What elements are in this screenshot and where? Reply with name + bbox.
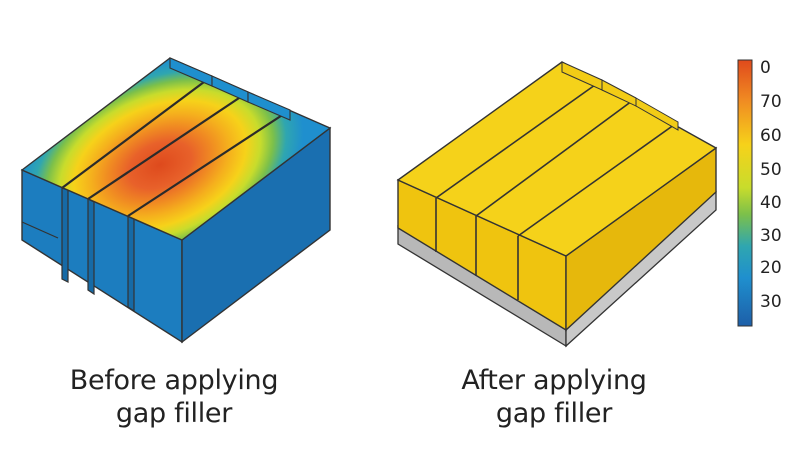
colorbar xyxy=(737,59,753,327)
before-front-gaps xyxy=(61,187,135,313)
after-caption-line2: gap filler xyxy=(495,398,613,429)
colorbar-tick: 20 xyxy=(760,258,782,278)
before-caption: Before applying gap filler xyxy=(24,364,324,430)
before-caption-line2: gap filler xyxy=(115,398,233,429)
before-bar-end-faces xyxy=(169,57,291,121)
colorbar-tick: 30 xyxy=(760,292,782,312)
colorbar-tick: 70 xyxy=(760,92,782,112)
colorbar-tick: 30 xyxy=(760,226,782,246)
before-caption-line1: Before applying xyxy=(69,365,279,396)
after-model xyxy=(396,61,718,348)
after-caption: After applying gap filler xyxy=(404,364,704,430)
before-model xyxy=(20,57,332,344)
colorbar-tick: 40 xyxy=(760,193,782,213)
after-top-face xyxy=(396,61,718,257)
colorbar-tick: 50 xyxy=(760,160,782,180)
after-bar-divisions xyxy=(435,79,679,300)
after-caption-line1: After applying xyxy=(461,365,647,396)
colorbar-tick: 60 xyxy=(760,126,782,146)
colorbar-tick: 0 xyxy=(760,58,771,78)
